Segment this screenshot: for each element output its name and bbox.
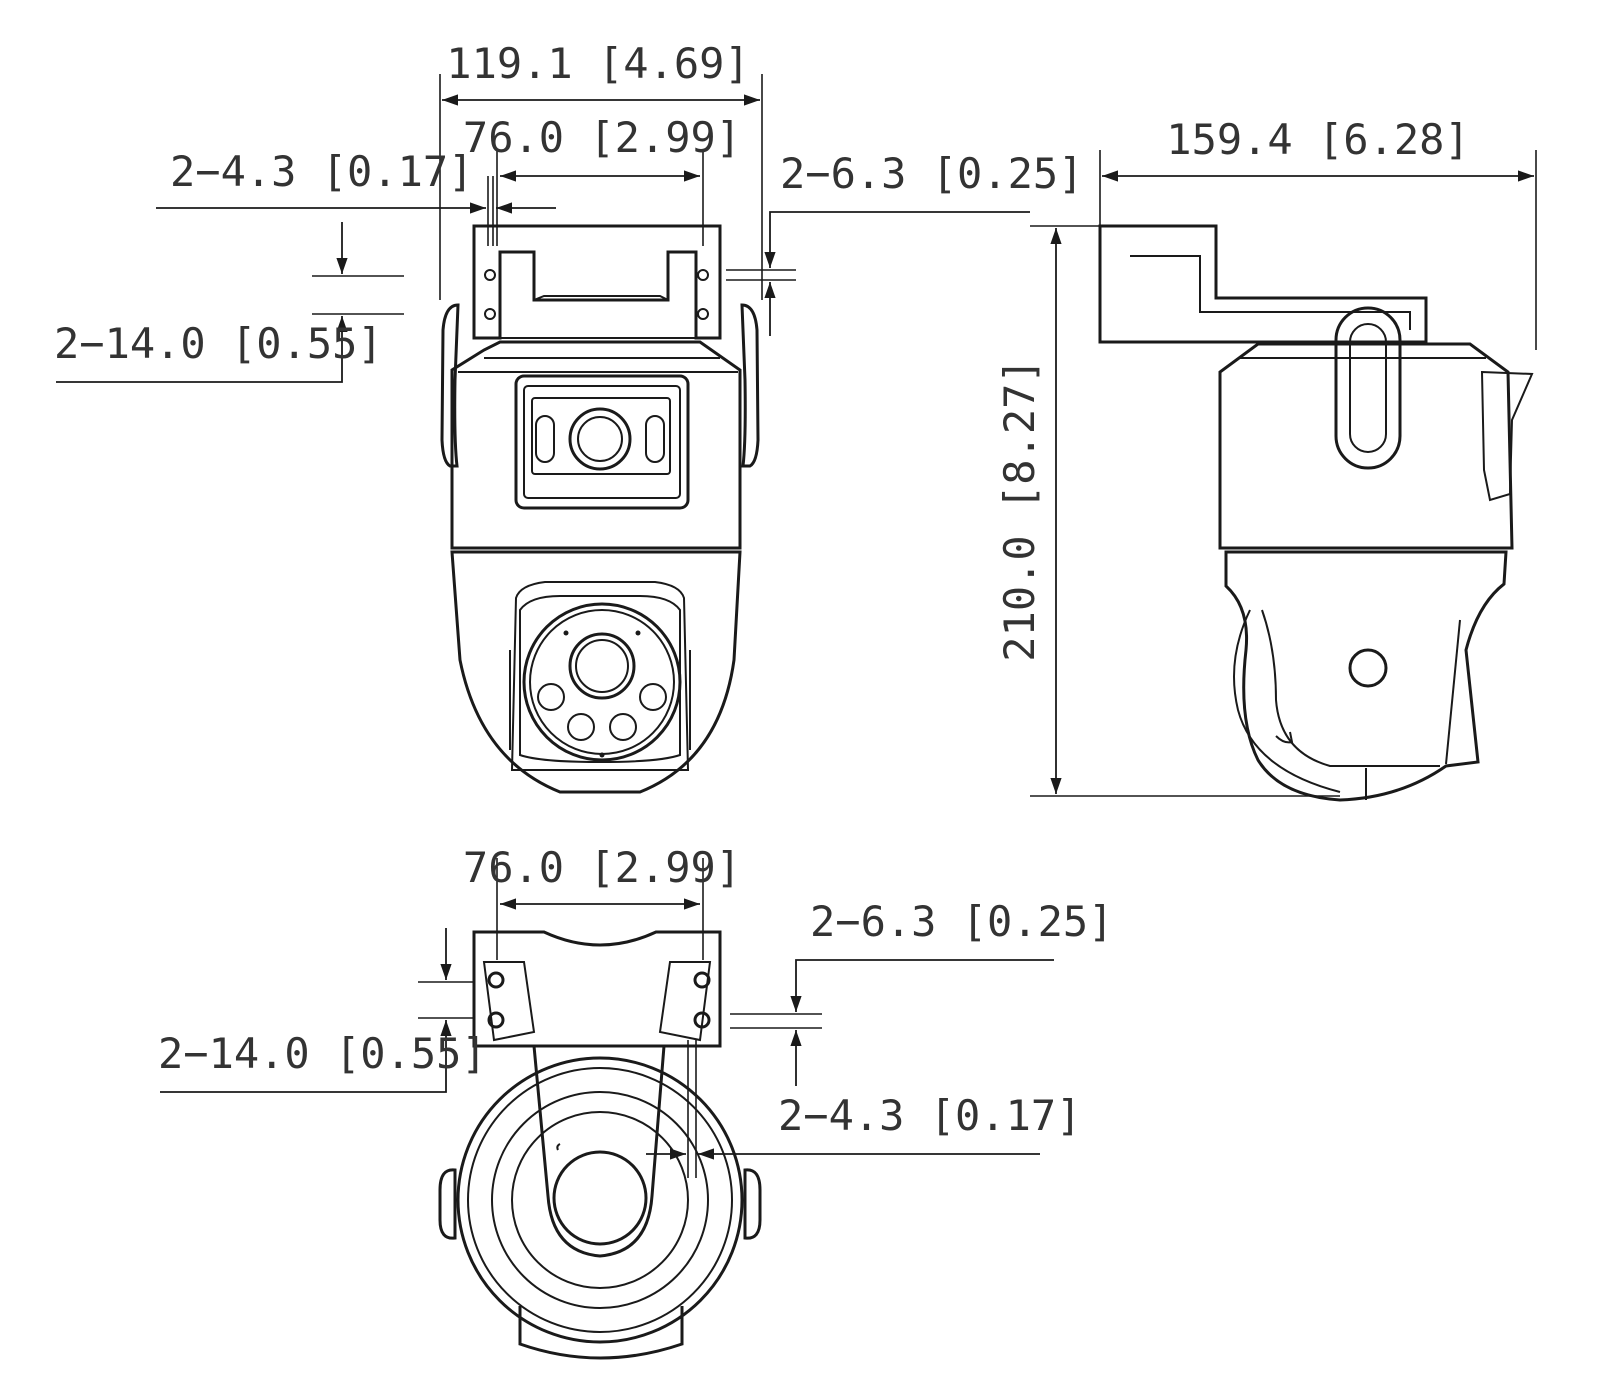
dimension-label: 2−14.0 [0.55] xyxy=(158,1029,487,1078)
dimension-hole-spacing xyxy=(496,150,704,246)
top-pan-arm xyxy=(532,1045,666,1258)
dimension-label: 159.4 [6.28] xyxy=(1166,115,1469,164)
side-upper-body xyxy=(1218,342,1534,550)
front-mount-hole xyxy=(697,269,709,320)
dimension-depth xyxy=(1099,150,1537,350)
dimension-small-hole xyxy=(646,1040,1040,1178)
side-antenna xyxy=(1334,306,1402,470)
top-view: 76.0 [2.99] 2−6.3 [0.25] 2−14.0 [0.55] 2… xyxy=(158,843,1113,1360)
front-mount-bracket xyxy=(472,224,722,340)
front-ptz-lens xyxy=(522,602,682,762)
dimension-large-hole xyxy=(726,211,1030,336)
dimension-height xyxy=(1030,225,1340,797)
dimension-label: 210.0 [8.27] xyxy=(995,358,1044,661)
dimension-label: 76.0 [2.99] xyxy=(463,843,741,892)
side-wall-bracket xyxy=(1098,224,1428,344)
dimension-label: 2−6.3 [0.25] xyxy=(810,897,1113,946)
front-mount-hole xyxy=(484,269,496,320)
right-antenna xyxy=(740,303,760,468)
dimension-slot-height xyxy=(56,222,404,383)
dimension-label: 2−4.3 [0.17] xyxy=(170,147,473,196)
side-view: 159.4 [6.28] 210.0 [8.27] xyxy=(995,115,1537,802)
dimension-label: 119.1 [4.69] xyxy=(446,39,749,88)
dimension-total-width xyxy=(439,74,763,300)
dimension-large-hole xyxy=(730,959,1054,1086)
top-mount-bracket xyxy=(472,930,722,1048)
front-fixed-camera-window xyxy=(514,374,690,510)
front-upper-body xyxy=(450,340,742,550)
dimension-label: 2−6.3 [0.25] xyxy=(780,149,1083,198)
side-lower-dome xyxy=(1224,550,1508,802)
dimension-hole-spacing xyxy=(496,858,704,960)
top-mount-hole xyxy=(693,971,711,1029)
dimension-slot-height xyxy=(160,928,474,1093)
top-mount-hole xyxy=(487,971,505,1029)
top-dome xyxy=(438,1056,762,1360)
dimension-small-hole xyxy=(156,176,556,246)
dimension-label: 2−4.3 [0.17] xyxy=(778,1091,1081,1140)
left-antenna xyxy=(440,303,460,468)
dimension-label: 76.0 [2.99] xyxy=(463,113,741,162)
front-view: 119.1 [4.69] 76.0 [2.99] 2−4.3 [0.17] 2−… xyxy=(54,39,1083,794)
front-lower-dome xyxy=(450,550,742,794)
dimension-label: 2−14.0 [0.55] xyxy=(54,319,383,368)
